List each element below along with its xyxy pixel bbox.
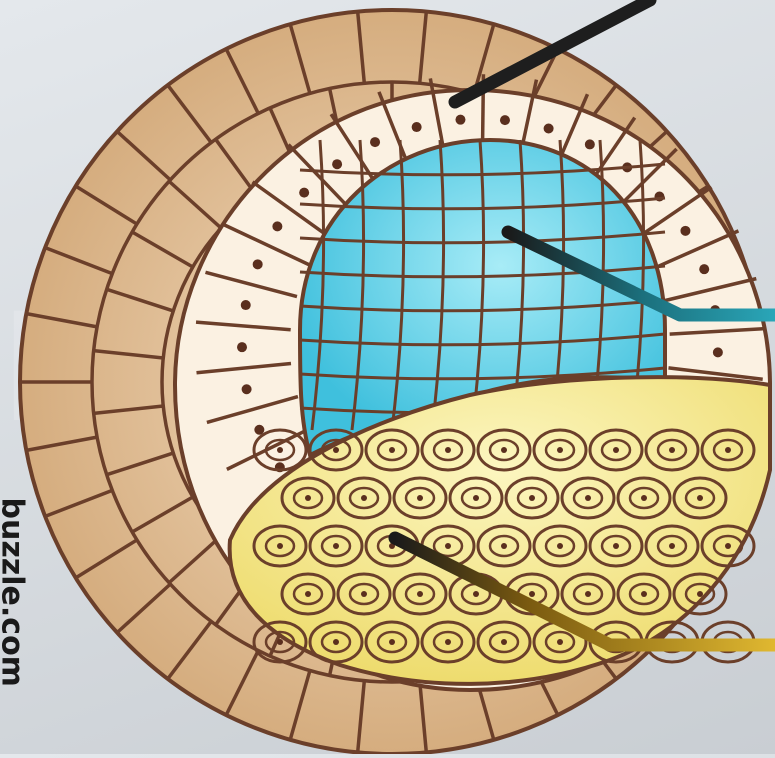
side-watermark: buzzle.com	[0, 498, 30, 758]
